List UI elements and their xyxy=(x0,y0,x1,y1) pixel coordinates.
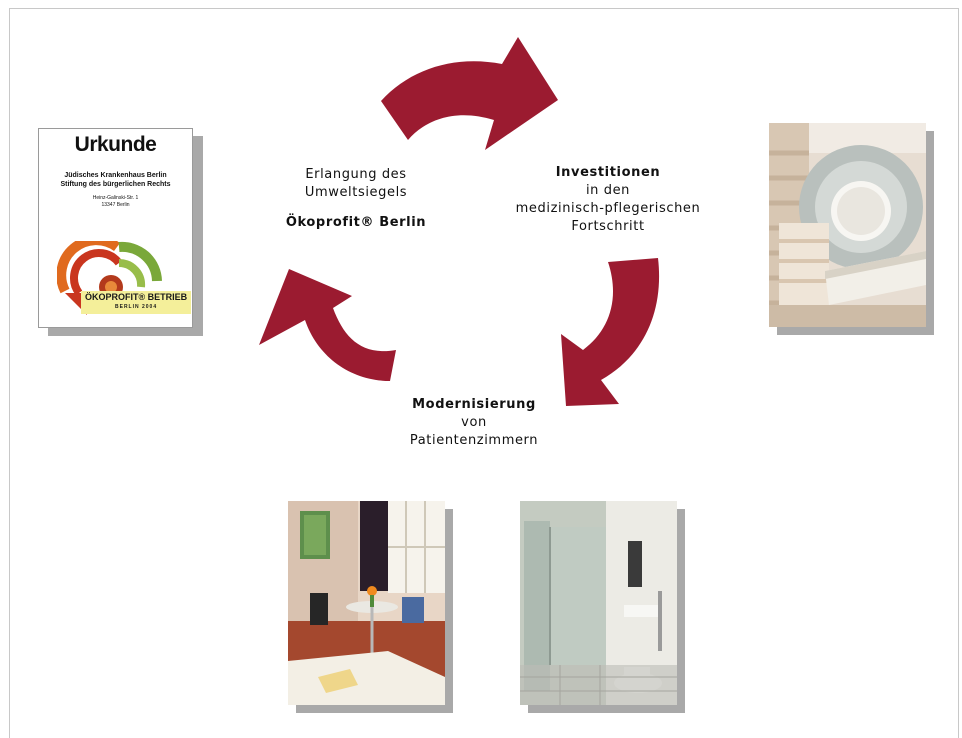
step-seal-label: Erlangung des Umweltsiegels Ökoprofit® B… xyxy=(282,166,430,232)
arrow-right xyxy=(561,258,660,406)
certificate-title: Urkunde xyxy=(74,133,157,156)
modern-line2: Patientenzimmern xyxy=(409,433,539,448)
okoprofit-band: ÖKOPROFIT® BETRIEB BERLIN 2004 xyxy=(81,291,192,314)
arrow-top xyxy=(381,37,558,150)
okoprofit-seal-name: ÖKOPROFIT® BETRIEB xyxy=(85,292,188,302)
seal-line2: Umweltsiegels xyxy=(304,185,408,200)
certificate-org1: Jüdisches Krankenhaus Berlin xyxy=(64,172,167,179)
arrow-left xyxy=(259,269,396,381)
invest-line1: in den xyxy=(585,183,631,198)
patient-room-photo xyxy=(288,501,445,705)
certificate-city: 13347 Berlin xyxy=(101,202,130,208)
certificate: Urkunde Jüdisches Krankenhaus Berlin Sti… xyxy=(38,128,193,328)
invest-line2: medizinisch-pflegerischen xyxy=(515,201,701,216)
certificate-street: Heinz-Galinski-Str. 1 xyxy=(92,195,139,201)
seal-line1: Erlangung des xyxy=(305,167,407,182)
modern-bold: Modernisierung xyxy=(412,397,536,412)
invest-bold: Investitionen xyxy=(555,165,661,180)
certificate-org2: Stiftung des bürgerlichen Rechts xyxy=(60,181,171,188)
seal-bold: Ökoprofit® Berlin xyxy=(285,215,427,230)
invest-line3: Fortschritt xyxy=(571,219,645,234)
step-modern-label: Modernisierung von Patientenzimmern xyxy=(390,396,558,450)
mri-scanner-photo xyxy=(769,123,926,327)
okoprofit-seal-year: BERLIN 2004 xyxy=(115,304,158,310)
step-invest-label: Investitionen in den medizinisch-pfleger… xyxy=(494,164,722,236)
bathroom-photo xyxy=(520,501,677,705)
modern-line1: von xyxy=(461,415,487,430)
